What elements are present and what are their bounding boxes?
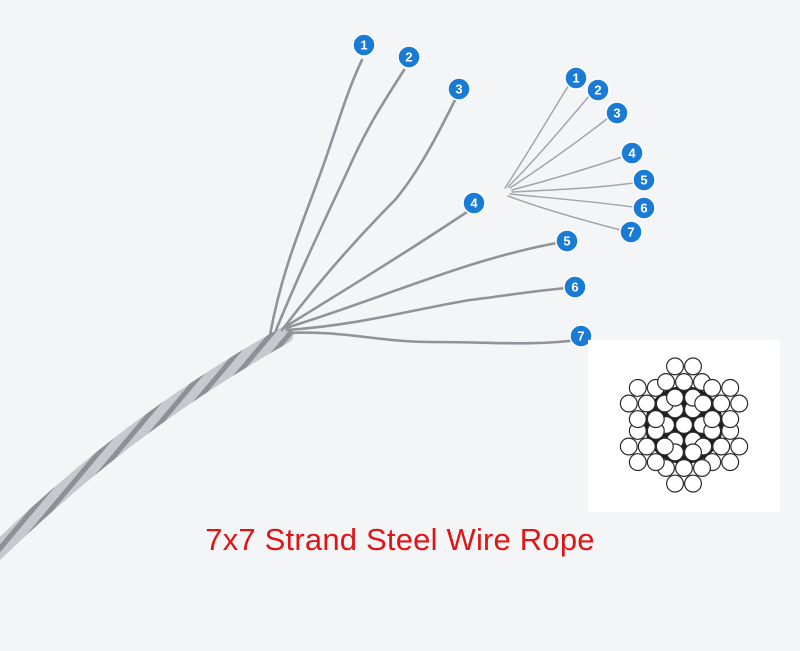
wire-3	[509, 114, 613, 189]
strand-badge-label: 3	[455, 82, 462, 97]
cross-section-wire	[674, 416, 693, 435]
strand-2	[274, 68, 406, 332]
strand-badge-2: 2	[397, 45, 421, 69]
cross-section-wire	[721, 378, 740, 397]
strand-badge-1: 1	[352, 33, 376, 57]
cross-section-wire	[665, 474, 684, 493]
strand-5	[284, 240, 564, 330]
cross-section-wire	[665, 388, 684, 407]
wire-4	[511, 154, 629, 191]
wire-badge-5: 5	[632, 168, 656, 192]
wire-badge-label: 7	[627, 225, 634, 240]
strand-badge-6: 6	[563, 275, 587, 299]
cross-section-wire	[712, 394, 731, 413]
strand-badge-label: 6	[571, 280, 578, 295]
cross-section-wire	[721, 410, 740, 429]
strand-4	[283, 208, 472, 329]
cross-section-diagram	[619, 357, 749, 493]
strand-badge-5: 5	[555, 229, 579, 253]
wire-badge-label: 1	[572, 71, 579, 86]
cross-section-wire	[646, 453, 665, 472]
wire-5	[511, 181, 641, 193]
wire-badge-label: 5	[640, 173, 647, 188]
cross-section-wire	[637, 394, 656, 413]
strand-badge-label: 4	[470, 196, 478, 211]
wire-1	[504, 79, 573, 189]
cross-section-wire	[721, 453, 740, 472]
cross-section-wire	[628, 410, 647, 429]
strand-7	[286, 331, 580, 345]
cross-section-wire	[674, 373, 693, 392]
wire-badge-label: 3	[613, 106, 620, 121]
wire-badge-1: 1	[564, 66, 588, 90]
strand-badge-7: 7	[569, 324, 593, 348]
cross-section-wire	[703, 410, 722, 429]
wire-2	[507, 89, 595, 188]
cross-section-wire	[628, 453, 647, 472]
rope-body	[0, 326, 294, 561]
wire-7	[507, 195, 629, 233]
cross-section-wire	[655, 437, 674, 456]
cross-section-wire	[694, 394, 713, 413]
cross-section-wire	[619, 394, 638, 413]
wire-6	[509, 193, 641, 209]
cross-section-strand-7	[694, 378, 749, 429]
strand-badge-label: 2	[405, 50, 412, 65]
strand-badge-3: 3	[447, 77, 471, 101]
cross-section-wire	[683, 443, 702, 462]
wire-badge-label: 2	[594, 83, 601, 98]
cross-section-strand-6	[656, 357, 711, 407]
cross-section-wire	[683, 357, 702, 376]
cross-section-wire	[637, 437, 656, 456]
cross-section-wire	[656, 373, 675, 392]
strands	[268, 58, 580, 345]
cross-section-wire	[730, 437, 749, 456]
cross-section-strand-3	[656, 443, 711, 493]
cross-section-wire	[712, 437, 731, 456]
cross-section-wire	[628, 378, 647, 397]
strand-4-wires	[504, 79, 641, 233]
cross-section-wire	[646, 410, 665, 429]
wire-badge-6: 6	[632, 196, 656, 220]
strand-badge-4: 4	[462, 191, 486, 215]
cross-section-wire	[692, 459, 711, 478]
caption: 7x7 Strand Steel Wire Rope	[205, 522, 595, 557]
cross-section-wire	[703, 378, 722, 397]
wire-badge-3: 3	[605, 101, 629, 125]
strand-3	[280, 98, 457, 332]
strand-1	[268, 58, 364, 337]
wire-badge-2: 2	[586, 78, 610, 102]
strand-6	[285, 286, 570, 332]
cross-section-wire	[683, 474, 702, 493]
cross-section-wire	[730, 394, 749, 413]
cross-section-wire	[674, 459, 693, 478]
cross-section-wire	[619, 437, 638, 456]
cross-section-wire	[665, 357, 684, 376]
strand-badge-label: 7	[577, 329, 584, 344]
wire-badge-7: 7	[619, 220, 643, 244]
wire-badge-4: 4	[620, 141, 644, 165]
wire-badge-label: 6	[640, 201, 647, 216]
wire-badge-label: 4	[628, 146, 636, 161]
strand-badge-label: 1	[360, 38, 367, 53]
strand-badge-label: 5	[563, 234, 570, 249]
